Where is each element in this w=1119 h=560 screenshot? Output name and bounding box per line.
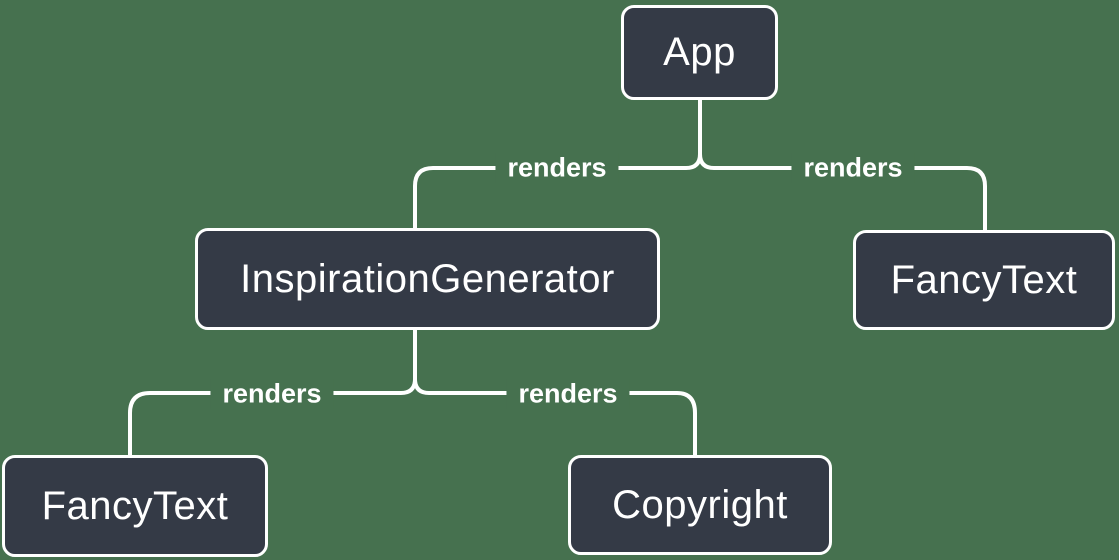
node-inspiration-generator: InspirationGenerator bbox=[195, 228, 660, 330]
node-copyright: Copyright bbox=[568, 455, 832, 555]
node-fancy-text-top: FancyText bbox=[853, 230, 1115, 330]
edge-label-renders: renders bbox=[495, 152, 619, 184]
edge-label-renders: renders bbox=[210, 378, 334, 410]
edge-label-renders: renders bbox=[506, 378, 630, 410]
node-app: App bbox=[621, 5, 778, 100]
edge-label-renders: renders bbox=[791, 152, 915, 184]
node-fancy-text-bottom: FancyText bbox=[2, 455, 268, 557]
